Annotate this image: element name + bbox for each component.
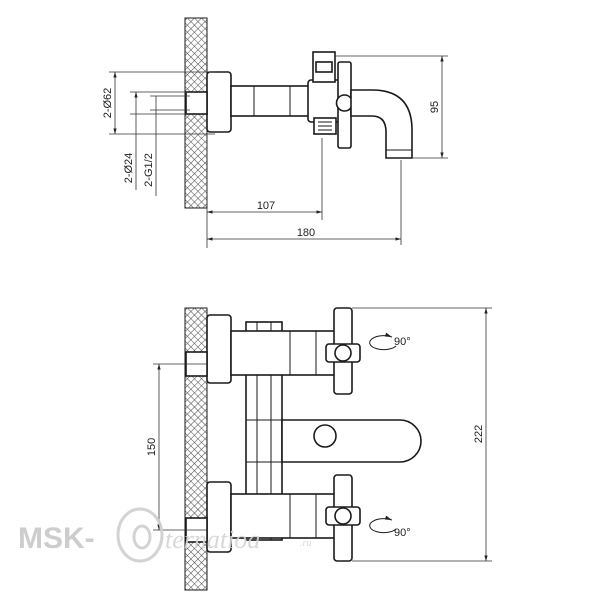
top-view: 107 180 95 2-Ø62 2-Ø24 2-G1/2 <box>102 17 448 248</box>
at-sign-icon <box>116 507 164 563</box>
dimension-180-label: 180 <box>297 227 315 239</box>
rotation-top-label: 90° <box>394 336 411 348</box>
lower-handle-hub <box>334 507 352 525</box>
dimension-24-label: 2-Ø24 <box>123 153 135 184</box>
handle-hub-top <box>335 94 354 112</box>
spout-front <box>281 419 422 463</box>
upper-arm <box>230 330 342 376</box>
watermark-script: ternatioa <box>165 525 260 554</box>
front-view: 90° 90° 150 222 <box>146 307 492 591</box>
dimension-62-label: 2-Ø62 <box>102 88 114 119</box>
rotation-arrow-bottom-icon <box>369 515 397 534</box>
spout <box>350 89 413 159</box>
watermark-suffix: .ru <box>300 538 311 549</box>
dimension-222-label: 222 <box>473 425 485 443</box>
horizontal-arm <box>230 85 312 117</box>
upper-handle-hub <box>334 344 352 362</box>
watermark: MSK- ternatioa .ru <box>18 507 311 563</box>
upper-wall-flange <box>206 314 232 384</box>
spout-outlet <box>313 424 337 448</box>
rotation-arrow-top-icon <box>369 332 397 351</box>
inlet-pipe-top <box>185 91 208 115</box>
upper-fitting-nut <box>315 61 333 73</box>
dimension-95-label: 95 <box>429 101 441 113</box>
dimension-150-label: 150 <box>146 438 158 456</box>
wall-flange-top <box>206 71 232 133</box>
rotation-bottom-label: 90° <box>394 527 411 539</box>
dimension-107-label: 107 <box>257 200 275 212</box>
dimension-g12-label: 2-G1/2 <box>143 153 155 187</box>
watermark-brand: MSK- <box>18 522 95 555</box>
